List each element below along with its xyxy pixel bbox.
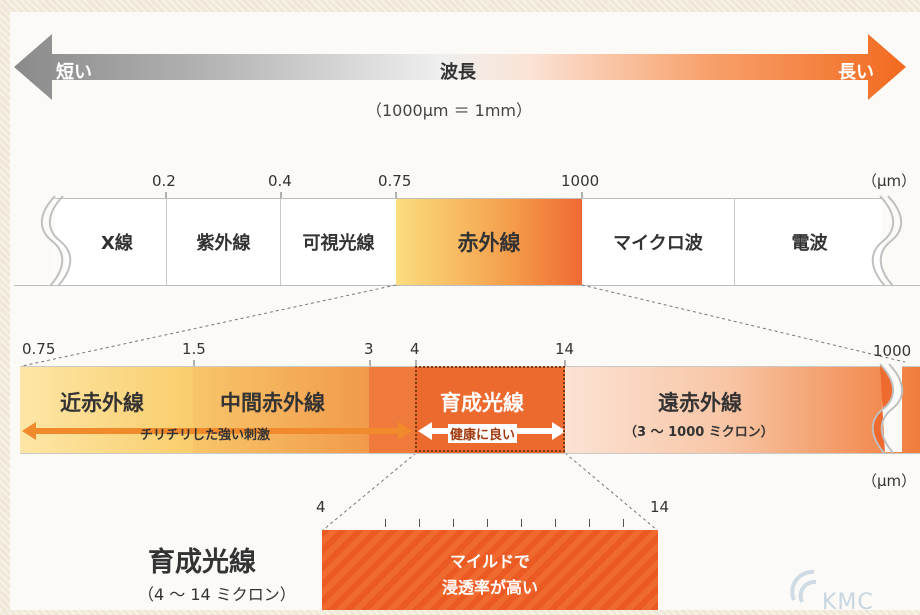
spectrum-unit: （μm） bbox=[862, 172, 917, 190]
spectrum-tick-0-4: 0.4 bbox=[268, 172, 292, 190]
mid-ir-label: 中間赤外線 bbox=[220, 391, 325, 415]
growth-ray-detail-band bbox=[322, 530, 658, 610]
band1-break-left-2 bbox=[48, 195, 72, 287]
detail-desc-line2: 浸透率が高い bbox=[441, 578, 538, 597]
ir-tick-14: 14 bbox=[555, 340, 575, 358]
ir-unit: （μm） bbox=[862, 472, 917, 490]
scale-tick bbox=[487, 519, 488, 527]
band1-break-right-2 bbox=[879, 195, 903, 287]
segment-visible: 可視光線 bbox=[280, 199, 396, 285]
healthy-label: 健康に良い bbox=[448, 424, 518, 443]
scale-tick bbox=[555, 519, 556, 527]
background-panel bbox=[10, 12, 920, 610]
scale-tick bbox=[589, 519, 590, 527]
infrared-band: 近赤外線 中間赤外線 育成光線 遠赤外線 （3 ～ 1000 ミクロン） bbox=[20, 366, 920, 454]
ir-tick-4: 4 bbox=[410, 340, 420, 358]
arrow-short-label: 短い bbox=[56, 62, 92, 83]
detail-tick-start: 4 bbox=[316, 498, 326, 516]
segment-ultraviolet: 紫外線 bbox=[166, 199, 280, 285]
segment-radio: 電波 bbox=[734, 199, 884, 285]
segment-infrared: 赤外線 bbox=[396, 199, 582, 285]
ir-tick-1000: 1000 bbox=[873, 342, 912, 360]
arrow-long-label: 長い bbox=[838, 62, 874, 83]
detail-title: 育成光線 bbox=[148, 547, 256, 578]
growth-ray-highlight-box bbox=[415, 366, 565, 452]
scale-tick bbox=[419, 519, 420, 527]
kmc-logo-waves-icon bbox=[790, 569, 817, 603]
zoom-line-left bbox=[21, 284, 397, 367]
ir-tick-3: 3 bbox=[364, 340, 374, 358]
spectrum-tick-0-75: 0.75 bbox=[378, 172, 412, 190]
mid-ir-zone-dark bbox=[369, 367, 415, 453]
detail-range: （4 ～ 14 ミクロン） bbox=[138, 585, 296, 604]
arrow-title: 波長 bbox=[440, 62, 476, 83]
scale-tick bbox=[623, 519, 624, 527]
segment-microwave: マイクロ波 bbox=[613, 233, 703, 254]
band1-right-cover bbox=[882, 198, 920, 284]
detail-tick-end: 14 bbox=[650, 498, 670, 516]
far-ir-zone bbox=[565, 367, 920, 453]
ir-tick-0-75: 0.75 bbox=[22, 340, 56, 358]
scale-tick bbox=[453, 519, 454, 527]
far-ir-range: （3 ～ 1000 ミクロン） bbox=[624, 425, 774, 440]
band1-left-cover bbox=[14, 198, 54, 284]
scale-tick bbox=[385, 519, 386, 527]
band1-break-right-1 bbox=[871, 195, 895, 287]
segment-xray: X線 bbox=[101, 233, 133, 254]
growth-ray-label: 育成光線 bbox=[440, 391, 524, 415]
kmc-logo-text: KMC bbox=[822, 590, 874, 615]
spectrum-tick-1000: 1000 bbox=[561, 172, 600, 190]
tingle-label: チリチリした強い刺激 bbox=[140, 428, 271, 443]
spectrum-tick-0-2: 0.2 bbox=[152, 172, 176, 190]
scale-tick bbox=[521, 519, 522, 527]
near-ir-label: 近赤外線 bbox=[60, 391, 144, 415]
band1-break-left-1 bbox=[40, 195, 64, 287]
unit-note: （1000μm ＝ 1mm） bbox=[366, 101, 533, 120]
zoom-line-right bbox=[581, 284, 906, 363]
spectrum-band: X線 紫外線 可視光線 赤外線 マイクロ波 電波 bbox=[14, 198, 920, 286]
detail-desc-line1: マイルドで bbox=[449, 552, 530, 571]
mid-ir-zone bbox=[193, 367, 369, 453]
near-ir-zone bbox=[20, 367, 193, 453]
ir-tick-1-5: 1.5 bbox=[182, 340, 206, 358]
zoom-line-growth-left bbox=[322, 452, 417, 531]
far-ir-label: 遠赤外線 bbox=[658, 391, 742, 415]
zoom-line-growth-right bbox=[564, 452, 658, 531]
